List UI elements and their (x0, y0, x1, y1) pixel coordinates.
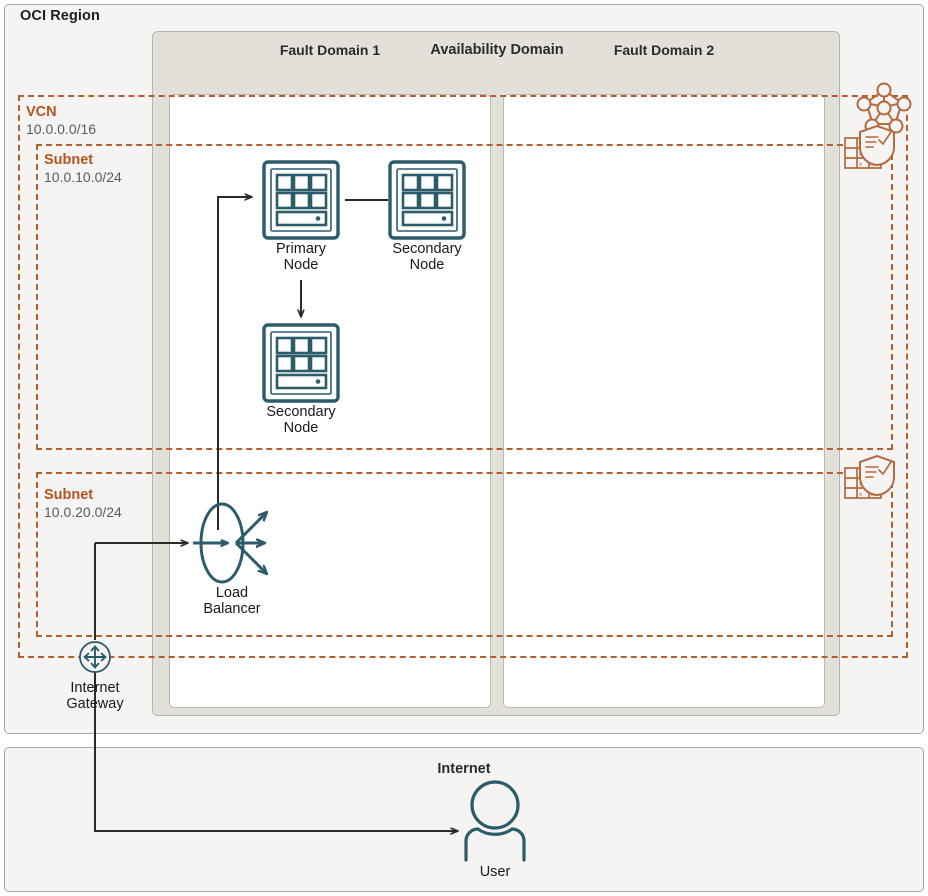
oci-region-title: OCI Region (20, 8, 100, 24)
subnet-1-name: Subnet (44, 152, 94, 168)
subnet-2-boundary (36, 472, 893, 637)
fault-domain-2-title: Fault Domain 2 (613, 42, 715, 58)
vcn-boundary (18, 95, 908, 658)
fault-domain-2-container (503, 94, 825, 708)
secondary-node-1-label: Secondary Node (392, 241, 462, 274)
vcn-name: VCN (26, 104, 57, 120)
subnet-2-cidr: 10.0.20.0/24 (44, 504, 122, 521)
subnet-1-label: Subnet 10.0.10.0/24 (44, 152, 122, 186)
vcn-cidr: 10.0.0.0/16 (26, 121, 97, 138)
internet-gateway-label: Internet Gateway (66, 680, 124, 713)
fault-domain-1-title: Fault Domain 1 (279, 42, 381, 58)
primary-node-label: Primary Node (276, 241, 326, 274)
subnet-1-cidr: 10.0.10.0/24 (44, 169, 122, 186)
load-balancer-label: Load Balancer (203, 585, 261, 618)
availability-domain-title: Availability Domain (430, 42, 564, 58)
internet-title: Internet (437, 761, 491, 777)
subnet-2-name: Subnet (44, 487, 94, 503)
vcn-label: VCN 10.0.0.0/16 (26, 104, 96, 138)
subnet-2-label: Subnet 10.0.20.0/24 (44, 487, 122, 521)
subnet-1-boundary (36, 144, 893, 450)
secondary-node-2-label: Secondary Node (266, 404, 336, 437)
user-label: User (479, 864, 511, 880)
